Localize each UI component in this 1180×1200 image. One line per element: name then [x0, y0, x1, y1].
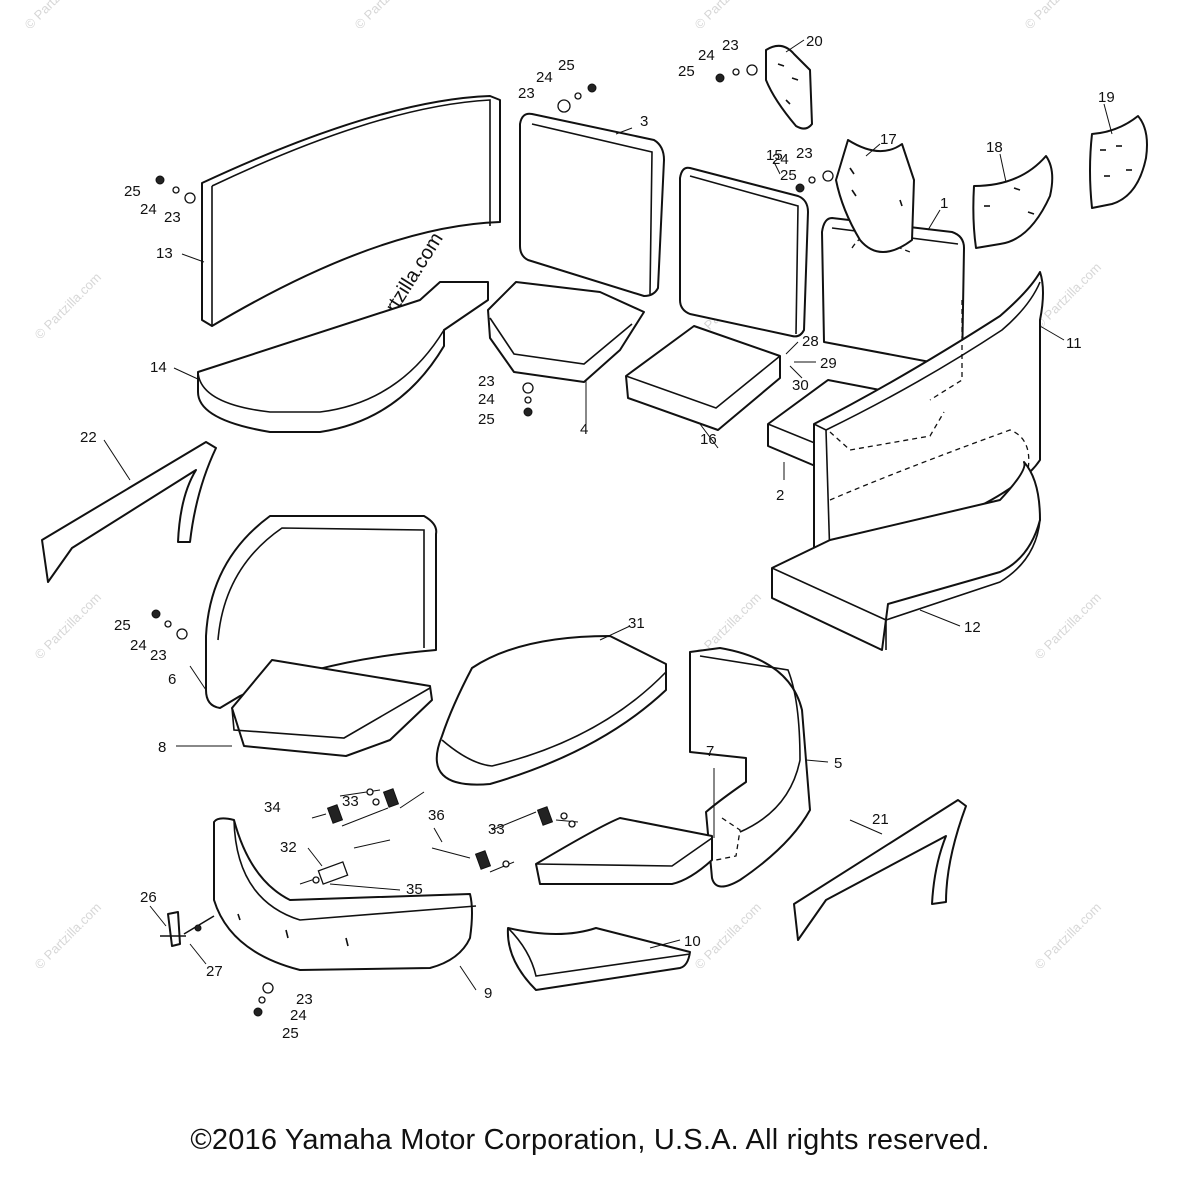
part-8-seat-pad [231, 659, 433, 757]
callout-2: 2 [776, 487, 784, 504]
callout-h2-25: 25 [558, 57, 575, 74]
watermark: © Partzilla.com [1032, 900, 1105, 973]
callout-33b: 33 [488, 821, 505, 838]
callout-20: 20 [806, 33, 823, 50]
callout-16: 16 [700, 431, 717, 448]
callout-h3-24: 24 [698, 47, 715, 64]
watermark: © Partzilla.com [1022, 0, 1095, 32]
watermark: © Partzilla.com [32, 590, 105, 663]
callout-33a: 33 [342, 793, 359, 810]
callout-14: 14 [150, 359, 167, 376]
callout-9: 9 [484, 985, 492, 1002]
callout-30: 30 [792, 377, 809, 394]
part-18-panel [972, 155, 1054, 249]
callout-36: 36 [428, 807, 445, 824]
callout-h4-24: 24 [772, 151, 789, 168]
callout-34: 34 [264, 799, 281, 816]
part-16-seat-pad [625, 325, 781, 431]
callout-3: 3 [640, 113, 648, 130]
hardware-stack-6 [151, 609, 188, 640]
part-12-base [771, 461, 1041, 651]
part-6-back-cushion [205, 515, 438, 709]
part-26-clip [160, 911, 186, 947]
part-17-panel [835, 139, 915, 253]
callout-7: 7 [706, 743, 714, 760]
callout-27: 27 [206, 963, 223, 980]
part-3-back-pad [519, 112, 665, 297]
part-14-seat-base [197, 281, 489, 433]
callout-28: 28 [802, 333, 819, 350]
callout-h5-23: 23 [478, 373, 495, 390]
callout-1: 1 [940, 195, 948, 212]
callout-h5-25: 25 [478, 411, 495, 428]
callout-11: 11 [1066, 335, 1082, 352]
watermark: © Partzilla.com [692, 0, 765, 32]
watermark: © Partzilla.com [692, 900, 765, 973]
callout-h6-23: 23 [150, 647, 167, 664]
part-13-back-cushion [201, 95, 501, 327]
callout-h6-25: 25 [114, 617, 131, 634]
part-15-back-pad [679, 166, 809, 338]
callout-35: 35 [406, 881, 423, 898]
callout-h4-25: 25 [780, 167, 797, 184]
callout-h3-25: 25 [678, 63, 695, 80]
leader-lines [103, 39, 1113, 991]
callout-31: 31 [628, 615, 645, 632]
callout-4: 4 [580, 421, 588, 438]
callout-8: 8 [158, 739, 166, 756]
part-10-wedge [506, 927, 691, 991]
watermark: © Partzilla.com [1032, 590, 1105, 663]
hardware-stack-1 [155, 175, 196, 204]
hardware-stack-2 [557, 83, 597, 113]
callout-h3-23: 23 [722, 37, 739, 54]
callout-18: 18 [986, 139, 1003, 156]
hardware-group-center [299, 788, 579, 885]
part-19-panel [1089, 115, 1148, 209]
part-31-seat-pad [435, 635, 667, 786]
hardware-stack-3 [715, 64, 758, 83]
watermark: © Partzilla.com [32, 900, 105, 973]
part-9-front-cushion [213, 817, 477, 971]
callout-29: 29 [820, 355, 837, 372]
callout-26: 26 [140, 889, 157, 906]
part-27-screw [183, 915, 215, 935]
part-21-bracket [793, 799, 967, 941]
callout-6: 6 [168, 671, 176, 688]
callout-h2-23: 23 [518, 85, 535, 102]
callout-5: 5 [834, 755, 842, 772]
callout-h7-24: 24 [290, 1007, 307, 1024]
callout-21: 21 [872, 811, 889, 828]
callout-10: 10 [684, 933, 701, 950]
part-20-panel [765, 44, 813, 130]
callout-13: 13 [156, 245, 173, 262]
callout-h5-24: 24 [478, 391, 495, 408]
callout-h6-24: 24 [130, 637, 147, 654]
callout-h4-23: 23 [796, 145, 813, 162]
watermark: © Partzilla.com [22, 0, 95, 32]
callout-22: 22 [80, 429, 97, 446]
callout-labels: 1 2 3 4 5 6 7 8 9 10 11 12 13 14 15 16 1… [80, 33, 1115, 1042]
part-22-bracket [41, 441, 217, 583]
hardware-stack-4 [795, 170, 834, 193]
part-7-seat-pad [535, 817, 713, 885]
callout-h7-23: 23 [296, 991, 313, 1008]
callout-19: 19 [1098, 89, 1115, 106]
watermark: © Partzilla.com [352, 0, 425, 32]
hardware-stack-5 [522, 382, 534, 417]
callout-h1-23: 23 [164, 209, 181, 226]
copyright-notice: ©2016 Yamaha Motor Corporation, U.S.A. A… [190, 1124, 990, 1156]
part-5-side-back [689, 647, 811, 888]
callout-32: 32 [280, 839, 297, 856]
callout-h1-25: 25 [124, 183, 141, 200]
callout-12: 12 [964, 619, 981, 636]
watermark: © Partzilla.com [32, 270, 105, 343]
part-4-seat-pad [487, 281, 645, 383]
callout-h2-24: 24 [536, 69, 553, 86]
callout-17: 17 [880, 131, 897, 148]
callout-h1-24: 24 [140, 201, 157, 218]
callout-15: 15 [766, 147, 783, 164]
hardware-stack-7 [253, 982, 274, 1017]
callout-h7-25: 25 [282, 1025, 299, 1042]
